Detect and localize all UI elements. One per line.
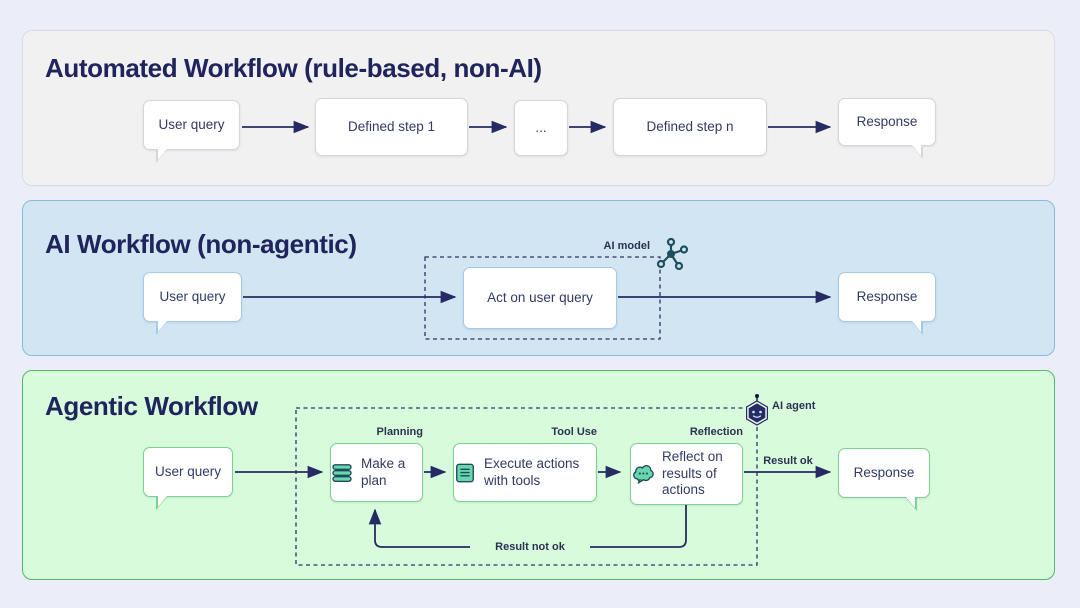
bubble-tail: [912, 144, 921, 156]
execute-actions-box: Execute actions with tools: [453, 443, 597, 502]
execute-actions-label: Execute actions with tools: [484, 455, 580, 488]
tool-use-stage-label: Tool Use: [551, 426, 597, 438]
user-query-label: User query: [159, 288, 226, 304]
reflection-icon: [633, 464, 654, 484]
result-ok-label: Result ok: [763, 455, 813, 467]
ai-model-icon: [656, 237, 689, 271]
automated-workflow-title: Automated Workflow (rule-based, non-AI): [45, 53, 542, 83]
user-query-bubble-automated: User query: [143, 100, 240, 163]
bubble-tail: [906, 496, 915, 508]
reflect-box: Reflect on results of actions: [630, 443, 743, 505]
ai-agent-label: AI agent: [772, 400, 816, 412]
response-bubble-ai: Response: [838, 272, 936, 335]
planning-icon: [332, 463, 352, 482]
make-a-plan-label: Make a plan: [361, 455, 406, 488]
defined-step-1-box: Defined step 1: [315, 98, 468, 156]
ellipsis-box: ...: [514, 100, 568, 156]
bubble-tail: [912, 320, 921, 332]
agentic-workflow-title: Agentic Workflow: [45, 391, 258, 421]
make-a-plan-box: Make a plan: [330, 443, 423, 502]
ellipsis-label: ...: [535, 119, 547, 135]
response-bubble-automated: Response: [838, 98, 936, 159]
user-query-bubble-agentic: User query: [143, 447, 233, 510]
user-query-bubble-ai: User query: [143, 272, 242, 335]
reflect-label: Reflect on results of actions: [662, 448, 723, 498]
defined-step-1-label: Defined step 1: [347, 118, 436, 134]
bubble-tail: [158, 320, 167, 332]
ai-agent-icon: [745, 394, 768, 426]
tools-icon: [456, 463, 474, 482]
planning-stage-label: Planning: [376, 426, 423, 438]
act-on-user-query-label: Act on user query: [487, 289, 593, 305]
response-label: Response: [853, 464, 915, 480]
defined-step-n-box: Defined step n: [613, 98, 767, 156]
response-label: Response: [856, 288, 918, 304]
user-query-label: User query: [154, 463, 222, 479]
result-not-ok-label: Result not ok: [470, 540, 590, 554]
response-bubble-agentic: Response: [838, 448, 930, 511]
reflection-stage-label: Reflection: [689, 426, 743, 438]
ai-model-label: AI model: [603, 240, 650, 252]
defined-step-n-label: Defined step n: [646, 118, 734, 134]
user-query-label: User query: [158, 116, 225, 132]
bubble-tail: [158, 495, 167, 507]
bubble-tail: [158, 148, 167, 160]
act-on-user-query-box: Act on user query: [463, 267, 617, 329]
response-label: Response: [856, 113, 918, 129]
ai-workflow-title: AI Workflow (non-agentic): [45, 229, 357, 259]
